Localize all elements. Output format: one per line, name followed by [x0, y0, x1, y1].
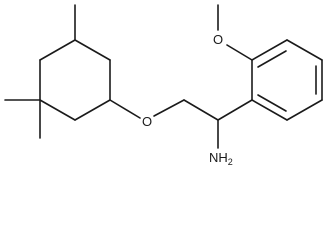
cyclohexane-ring	[39, 39, 111, 121]
bond-benz-double-3	[257, 94, 287, 112]
bond-ring-to-o	[109, 99, 141, 119]
ether-oxygen-label: O	[142, 114, 152, 129]
bond-ring-3	[74, 99, 111, 121]
methyl-groups	[4, 4, 76, 139]
bond-ring-4	[39, 99, 76, 121]
bond-aryl-to-o	[226, 44, 253, 61]
amine-label: NH2	[209, 150, 233, 167]
bond-benz-3	[286, 39, 323, 61]
bond-ch-to-aryl	[217, 99, 253, 121]
bond-benz-5	[286, 99, 323, 121]
structure-diagram: O O NH2	[4, 4, 323, 167]
bond-ch2-to-ch	[183, 99, 219, 121]
methoxy-group	[217, 4, 253, 61]
amine-subscript-text: 2	[228, 157, 233, 167]
bond-ring-6	[39, 39, 76, 61]
methoxy-oxygen-label: O	[213, 32, 223, 47]
bond-benz-6	[251, 99, 288, 121]
bond-ring-1	[74, 39, 111, 61]
bond-o-to-ch2	[153, 99, 185, 117]
amine-nh-text: NH	[209, 150, 228, 165]
bond-benz-2	[251, 39, 288, 61]
benzene-ring	[217, 39, 323, 121]
bond-benz-double-1	[257, 50, 287, 68]
ether-linkage	[109, 99, 219, 121]
molecule-canvas: O O NH2	[4, 4, 323, 167]
